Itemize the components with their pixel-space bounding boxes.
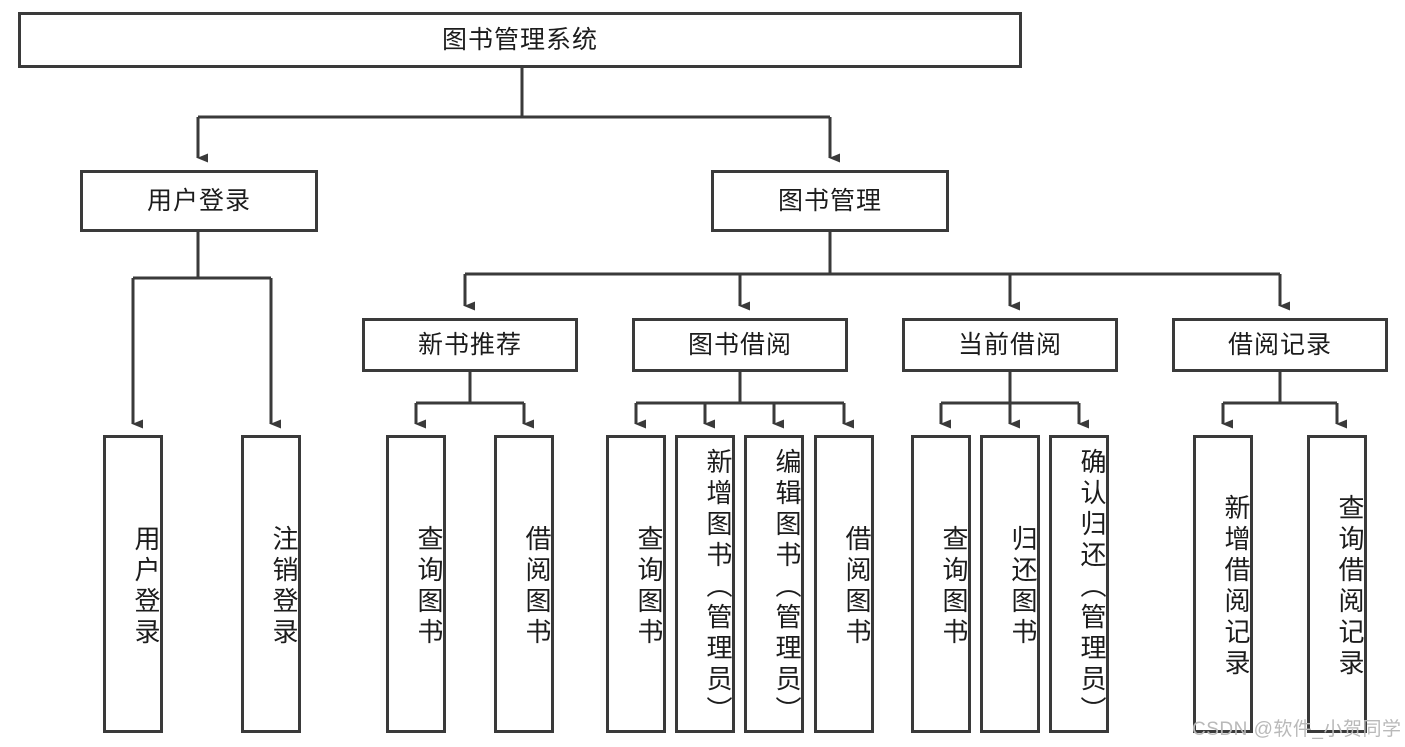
leaf-borrow-add-book[interactable]: 新增图书（管理员） [675,435,735,733]
node-book-borrow[interactable]: 图书借阅 [632,318,848,372]
csdn-watermark: CSDN @软件_小贺同学 [1192,719,1402,740]
leaf-user-logout[interactable]: 注销登录 [241,435,301,733]
node-label: 归还图书 [1008,525,1038,649]
node-label: 借阅图书 [522,525,552,649]
node-borrow-record[interactable]: 借阅记录 [1172,318,1388,372]
leaf-borrow-edit-book[interactable]: 编辑图书（管理员） [744,435,804,733]
node-label: 借阅图书 [842,525,872,649]
leaf-record-add[interactable]: 新增借阅记录 [1193,435,1253,733]
node-label: 查询图书 [634,525,664,649]
node-label: 编辑图书（管理员） [772,447,802,727]
node-book-management[interactable]: 图书管理 [711,170,949,232]
leaf-recommend-borrow-book[interactable]: 借阅图书 [494,435,554,733]
node-label: 新增图书（管理员） [703,447,733,727]
node-label: 注销登录 [269,525,299,649]
node-label: 当前借阅 [957,331,1062,359]
node-label: 查询图书 [414,525,444,649]
leaf-recommend-query-book[interactable]: 查询图书 [386,435,446,733]
node-label: 图书借阅 [687,331,792,359]
node-label: 借阅记录 [1227,331,1332,359]
node-label: 图书管理系统 [441,26,598,54]
node-label: 新增借阅记录 [1221,494,1251,680]
node-label: 图书管理 [777,187,882,215]
leaf-record-query[interactable]: 查询借阅记录 [1307,435,1367,733]
leaf-current-query-book[interactable]: 查询图书 [911,435,971,733]
leaf-current-confirm-return[interactable]: 确认归还（管理员） [1049,435,1109,733]
node-label: 用户登录 [131,525,161,649]
leaf-borrow-query-book[interactable]: 查询图书 [606,435,666,733]
node-label: 新书推荐 [417,331,522,359]
leaf-borrow-borrow-book[interactable]: 借阅图书 [814,435,874,733]
node-new-book-recommend[interactable]: 新书推荐 [362,318,578,372]
node-user-login[interactable]: 用户登录 [80,170,318,232]
leaf-current-return-book[interactable]: 归还图书 [980,435,1040,733]
node-label: 查询借阅记录 [1335,494,1365,680]
node-label: 用户登录 [146,187,251,215]
node-current-borrow[interactable]: 当前借阅 [902,318,1118,372]
node-root-system[interactable]: 图书管理系统 [18,12,1022,68]
node-label: 确认归还（管理员） [1077,447,1107,727]
node-label: 查询图书 [939,525,969,649]
leaf-user-login[interactable]: 用户登录 [103,435,163,733]
